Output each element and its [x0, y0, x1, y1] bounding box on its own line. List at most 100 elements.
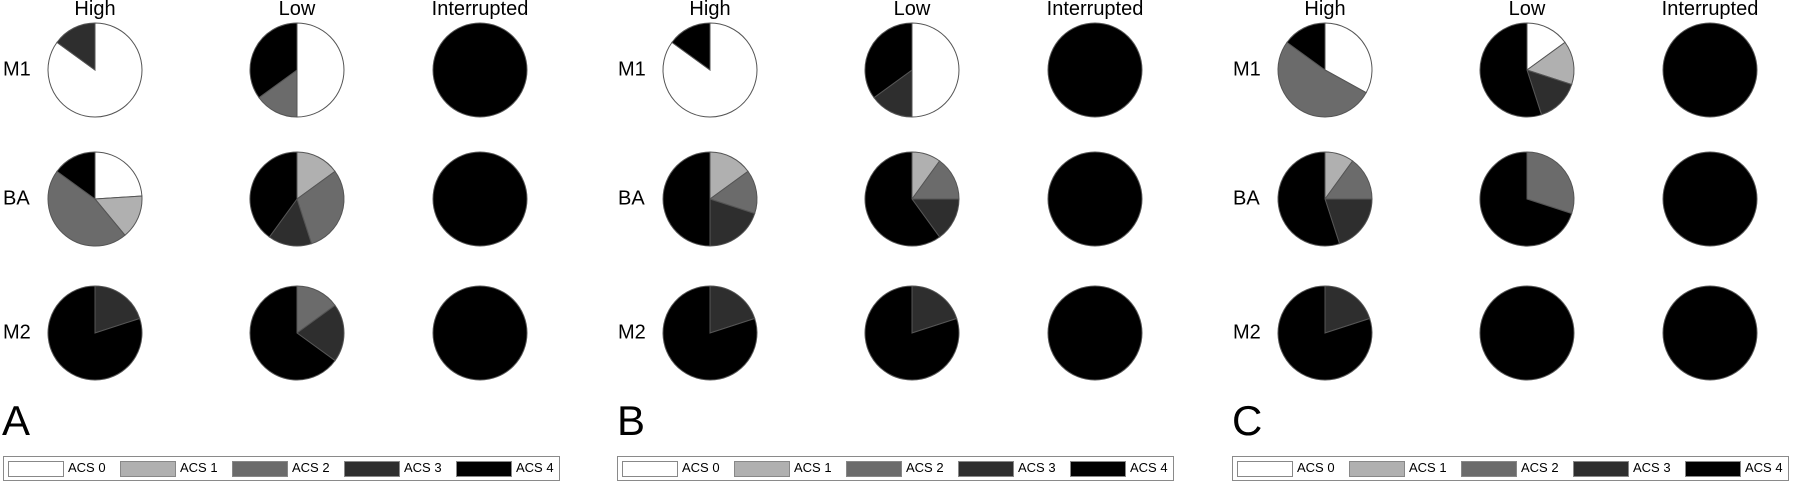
legend-swatch: [1685, 461, 1741, 477]
legend: ACS 0 ACS 1 ACS 2 ACS 3 ACS 4: [617, 456, 1174, 481]
column-label: Low: [893, 0, 931, 20]
legend-swatch: [1573, 461, 1629, 477]
pie-slice-acs-3: [911, 285, 958, 334]
row-label: M1: [3, 58, 31, 81]
column-label: Low: [1508, 0, 1546, 20]
pie-chart: [864, 285, 960, 381]
pie-slice-acs-4: [864, 22, 913, 99]
legend-swatch: [846, 461, 902, 477]
pie-slice-acs-2: [47, 170, 126, 247]
pie-chart: [249, 151, 345, 247]
legend-label: ACS 4: [1745, 460, 1783, 475]
pie-slice-acs-2: [1277, 41, 1367, 118]
pie-slice-acs-0: [911, 22, 960, 118]
pie-slice-acs-4: [249, 285, 336, 381]
pie-slice-acs-4: [56, 151, 96, 200]
legend-swatch: [1070, 461, 1126, 477]
panel-letter: A: [2, 397, 31, 444]
pie-chart: [1047, 22, 1143, 118]
pie-slice-acs-4: [1479, 285, 1575, 381]
pie-chart: [47, 151, 143, 247]
pie-slice-acs-4: [864, 151, 941, 247]
panel-letter: B: [617, 397, 646, 444]
legend-label: ACS 1: [180, 460, 218, 475]
pie-chart: [662, 151, 758, 247]
pie-slice-acs-0: [1324, 22, 1373, 94]
pie-grid: [662, 22, 1143, 381]
legend-label: ACS 4: [1130, 460, 1168, 475]
legend-label: ACS 3: [1018, 460, 1056, 475]
pie-slice-acs-4: [1286, 22, 1326, 71]
pie-slice-acs-3: [94, 285, 141, 334]
legend-label: ACS 0: [1297, 460, 1335, 475]
column-label: High: [689, 0, 731, 20]
pie-chart: [1479, 285, 1575, 381]
legend-label: ACS 2: [1521, 460, 1559, 475]
pie-chart: [1047, 285, 1143, 381]
legend-label: ACS 0: [68, 460, 106, 475]
legend-swatch: [734, 461, 790, 477]
legend-swatch: [1237, 461, 1293, 477]
pie-slice-acs-4: [432, 285, 528, 381]
legend-swatch: [120, 461, 176, 477]
pie-chart: [1047, 151, 1143, 247]
legend-swatch: [1461, 461, 1517, 477]
legend-label: ACS 2: [906, 460, 944, 475]
legend-label: ACS 4: [516, 460, 554, 475]
pie-slice-acs-3: [56, 22, 96, 71]
pie-slice-acs-3: [709, 198, 756, 247]
column-label: High: [1304, 0, 1346, 20]
pie-chart: [662, 285, 758, 381]
legend-label: ACS 0: [682, 460, 720, 475]
pie-slice-acs-4: [1479, 151, 1573, 247]
pie-slice-acs-3: [296, 304, 345, 362]
pie-slice-acs-4: [1047, 285, 1143, 381]
pie-slice-acs-4: [662, 151, 711, 247]
pie-chart: [1277, 151, 1373, 247]
column-label: Interrupted: [431, 0, 529, 20]
column-label: Low: [278, 0, 316, 20]
pie-chart: [432, 22, 528, 118]
pie-slice-acs-4: [1047, 22, 1143, 118]
row-label: M1: [1233, 58, 1261, 81]
pie-slice-acs-0: [94, 151, 143, 200]
pie-slice-acs-3: [1324, 198, 1373, 245]
pie-slice-acs-4: [1479, 22, 1543, 118]
pie-chart: [1662, 22, 1758, 118]
legend-label: ACS 3: [1633, 460, 1671, 475]
pie-chart: [432, 285, 528, 381]
legend-swatch: [344, 461, 400, 477]
pie-slice-acs-4: [1662, 151, 1758, 247]
pie-chart: [249, 285, 345, 381]
column-label: Interrupted: [1046, 0, 1144, 20]
pie-slice-acs-4: [864, 285, 960, 381]
legend-swatch: [1349, 461, 1405, 477]
pie-chart: [662, 22, 758, 118]
panel-letter: C: [1232, 397, 1263, 444]
row-label: BA: [618, 187, 645, 210]
row-label: M2: [618, 321, 646, 344]
column-label: High: [74, 0, 116, 20]
pie-slice-acs-4: [671, 22, 711, 71]
pie-slice-acs-4: [1277, 151, 1341, 247]
pie-chart: [249, 22, 345, 118]
pie-chart: [1479, 22, 1575, 118]
legend-swatch: [958, 461, 1014, 477]
legend-label: ACS 1: [794, 460, 832, 475]
row-label: M2: [1233, 321, 1261, 344]
legend-swatch: [456, 461, 512, 477]
pie-chart: [47, 285, 143, 381]
pie-chart: [864, 151, 960, 247]
pie-slice-acs-4: [249, 151, 298, 238]
column-label: Interrupted: [1661, 0, 1759, 20]
legend-swatch: [8, 461, 64, 477]
pie-slice-acs-0: [296, 22, 345, 118]
legend-label: ACS 2: [292, 460, 330, 475]
pie-slice-acs-4: [1662, 22, 1758, 118]
pie-slice-acs-4: [1662, 285, 1758, 381]
pie-chart: [864, 22, 960, 118]
